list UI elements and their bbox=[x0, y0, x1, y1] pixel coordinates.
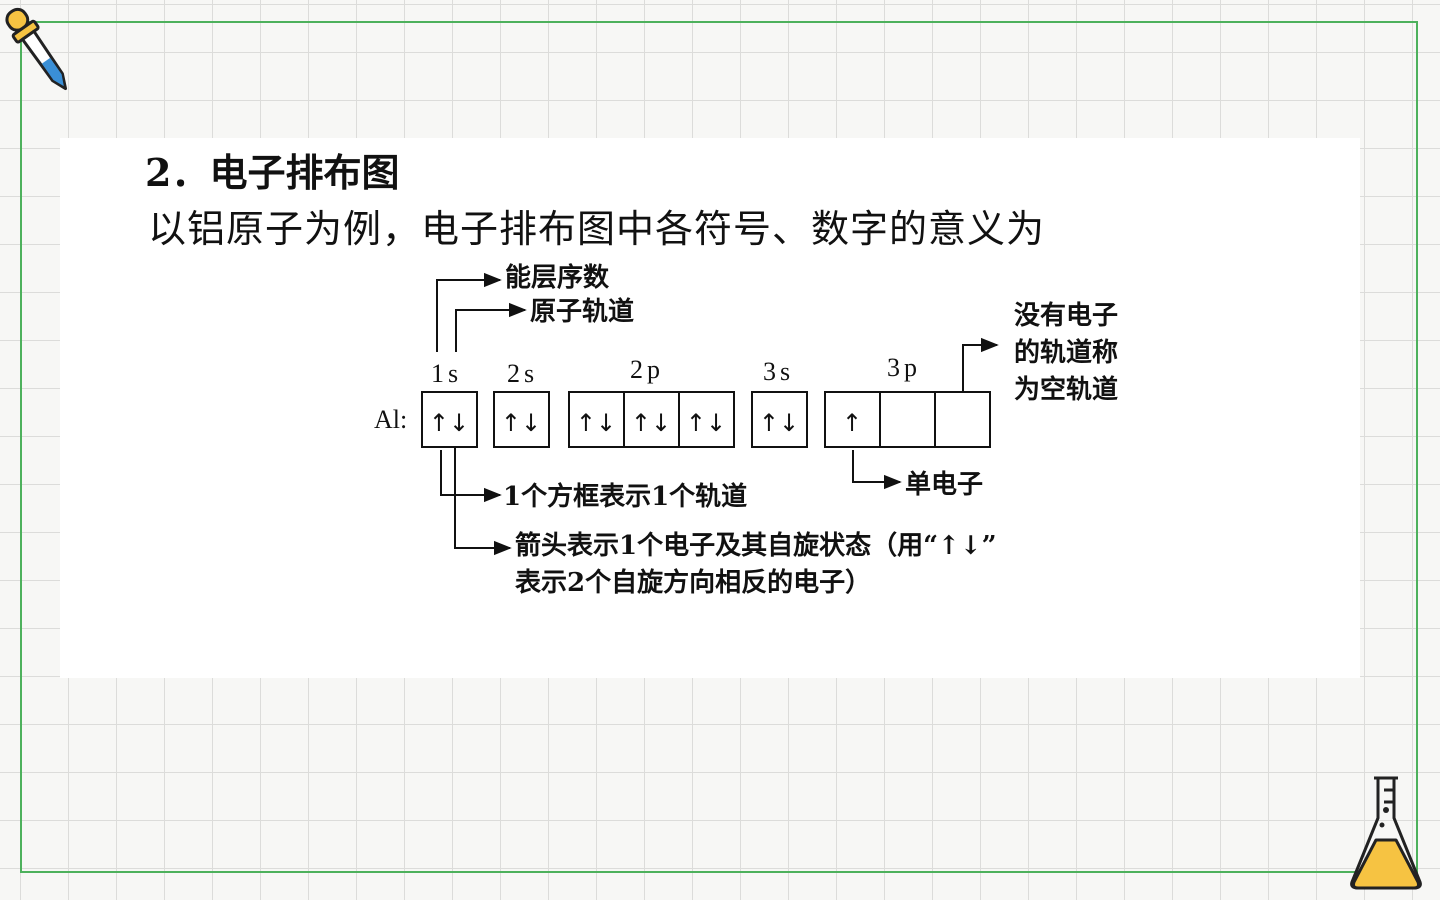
intro-text: 以铝原子为例，电子排布图中各符号、数字的意义为 bbox=[148, 207, 1046, 251]
single-electron-label: 单电子 bbox=[905, 470, 983, 500]
electron-pair-arrows: ↑↓ bbox=[429, 409, 469, 437]
dropper-icon bbox=[5, 7, 68, 91]
energy-level-pointer bbox=[436, 272, 502, 352]
empty-orbital-label: 为空轨道 bbox=[1014, 374, 1118, 405]
electron-pair-arrows: ↑↓ bbox=[576, 409, 616, 437]
orbital-box bbox=[421, 391, 478, 448]
single-electron-arrow: ↑ bbox=[842, 409, 862, 437]
electron-pair-arrows: ↑↓ bbox=[631, 409, 671, 437]
one-box-pointer bbox=[440, 450, 502, 503]
flask-icon bbox=[1350, 776, 1422, 890]
empty-orbital-pointer bbox=[962, 337, 999, 392]
slide-frame bbox=[20, 21, 1418, 873]
subshell-label: 3s bbox=[763, 357, 794, 386]
single-electron-pointer bbox=[852, 450, 902, 490]
subshell-label: 3p bbox=[887, 353, 921, 382]
orbital-label: 原子轨道 bbox=[530, 296, 634, 327]
orbital-pointer bbox=[455, 302, 527, 352]
electron-pair-arrows: ↑↓ bbox=[686, 409, 726, 437]
subshell-label: 2p bbox=[630, 355, 664, 384]
section-heading: 2．电子排布图 bbox=[145, 150, 400, 195]
energy-level-label: 能层序数 bbox=[505, 262, 610, 293]
arrow-meaning-pointer bbox=[454, 438, 512, 556]
orbital-diagram: Al: 1s 2s 2p 3s 3p ↑↓ ↑↓ ↑↓ ↑↓ ↑↓ ↑↓ ↑ 能… bbox=[374, 262, 1118, 598]
orbital-box bbox=[751, 391, 808, 448]
electron-pair-arrows: ↑↓ bbox=[759, 409, 799, 437]
electron-pair-arrows: ↑↓ bbox=[501, 409, 541, 437]
element-label: Al: bbox=[374, 405, 407, 434]
empty-orbital-label: 的轨道称 bbox=[1014, 337, 1118, 368]
empty-orbital-label: 没有电子 bbox=[1014, 301, 1118, 331]
orbital-box bbox=[678, 391, 735, 448]
orbital-box bbox=[493, 391, 550, 448]
subshell-label: 1s bbox=[431, 359, 462, 388]
orbital-box bbox=[879, 391, 936, 448]
arrow-meaning-label: 表示2个自旋方向相反的电子） bbox=[515, 567, 871, 598]
arrow-meaning-label: 箭头表示1个电子及其自旋状态（用“↑↓” bbox=[515, 530, 997, 561]
one-box-label: 1个方框表示1个轨道 bbox=[503, 481, 747, 512]
orbital-box bbox=[934, 391, 991, 448]
subshell-label: 2s bbox=[507, 359, 538, 388]
